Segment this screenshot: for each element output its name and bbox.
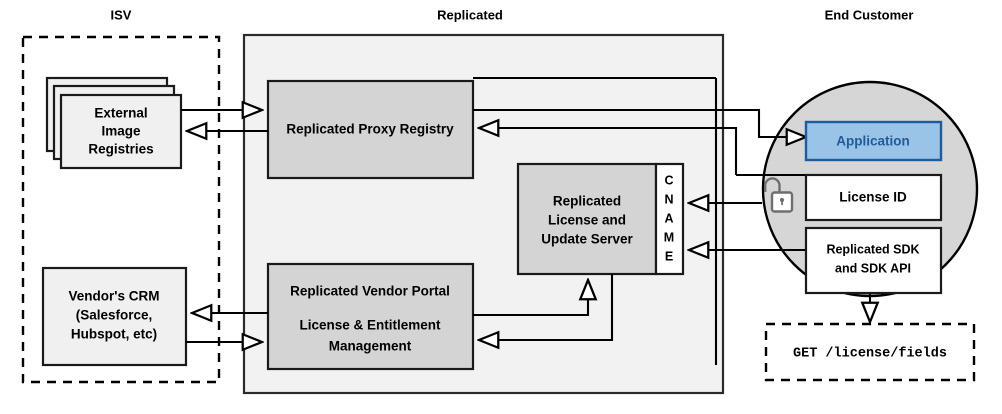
cname-letter-c: C — [664, 173, 673, 187]
api-call-label: GET /license/fields — [793, 347, 947, 362]
registry-stack-front — [59, 93, 183, 170]
sdk-label-line1: Replicated SDK — [826, 242, 919, 256]
license-id-label: License ID — [839, 190, 907, 205]
license-server-shape — [516, 162, 658, 276]
sdk-shape — [804, 226, 943, 295]
vendors-crm-box[interactable]: Vendor's CRM (Salesforce, Hubspot, etc) — [41, 266, 188, 367]
replicated-sdk-box[interactable]: Replicated SDK and SDK API — [804, 226, 943, 295]
license-id-shape — [804, 173, 943, 222]
crm-label-line3: Hubspot, etc) — [71, 327, 157, 342]
registries-label-line2: Image — [101, 124, 141, 139]
cname-letter-n: N — [664, 192, 673, 206]
vendor-portal-shape — [266, 262, 475, 371]
application-label: Application — [836, 134, 910, 149]
proxy-registry-shape — [266, 79, 475, 180]
replicated-proxy-registry-box[interactable]: Replicated Proxy Registry — [266, 79, 475, 180]
license-server-label-line3: Update Server — [541, 232, 633, 247]
cname-strip[interactable]: C N A M E — [654, 162, 685, 276]
application-box[interactable]: Application — [804, 120, 943, 162]
sdk-label-line2: and SDK API — [835, 261, 911, 275]
vendor-portal-label-line1: Replicated Vendor Portal — [290, 284, 450, 299]
license-id-box[interactable]: License ID — [804, 173, 943, 222]
cname-letter-a: A — [664, 211, 673, 225]
replicated-vendor-portal-box[interactable]: Replicated Vendor Portal License & Entit… — [266, 262, 475, 371]
padlock-keyhole-stem — [781, 200, 783, 205]
replicated-license-update-server-box[interactable]: Replicated License and Update Server — [516, 162, 658, 276]
crm-label-line1: Vendor's CRM — [69, 289, 160, 304]
connector-vendor-portal-to-license-server — [473, 280, 588, 317]
registries-label-line1: External — [94, 106, 147, 121]
registries-label-line3: Registries — [88, 142, 153, 157]
zone-label-end-customer: End Customer — [825, 7, 914, 22]
zone-label-isv: ISV — [111, 7, 132, 22]
external-image-registries[interactable]: External Image Registries — [45, 76, 183, 170]
cname-strip-shape — [654, 162, 685, 276]
isv-zone-boundary — [21, 35, 221, 384]
crm-label-line2: (Salesforce, — [76, 308, 153, 323]
connector-proxy-to-application — [473, 108, 806, 137]
unlocked-padlock-icon — [763, 177, 794, 213]
license-server-label-line1: Replicated — [553, 194, 621, 209]
cname-letter-m: M — [664, 230, 674, 244]
crm-box-shape — [41, 266, 188, 367]
connector-customer-to-proxy — [479, 128, 738, 175]
connector-license-server-to-vendor-portal — [479, 274, 614, 340]
vendor-portal-label-line3: Management — [329, 339, 412, 354]
api-call-boundary — [764, 322, 976, 382]
license-server-label-line2: License and — [548, 213, 626, 228]
application-shape — [804, 120, 943, 162]
cname-letter-e: E — [665, 249, 673, 263]
proxy-registry-label: Replicated Proxy Registry — [286, 122, 454, 137]
zone-label-replicated: Replicated — [437, 7, 503, 22]
vendor-portal-label-line2: License & Entitlement — [299, 318, 441, 333]
api-call-box: GET /license/fields — [764, 322, 976, 382]
